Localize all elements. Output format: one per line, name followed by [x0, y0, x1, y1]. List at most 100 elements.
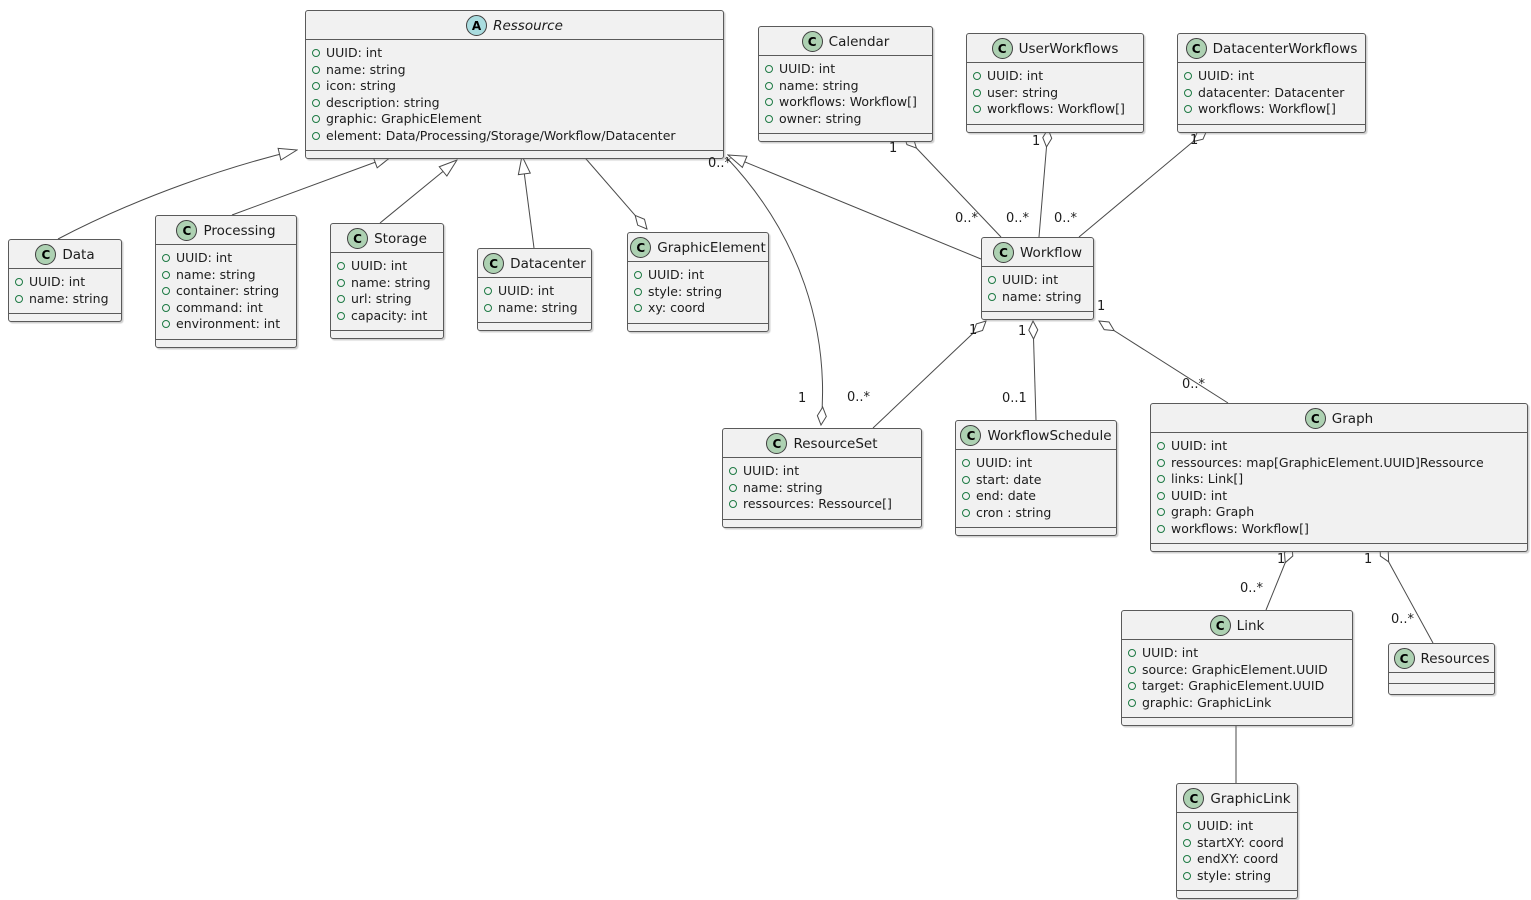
edge-ressource-graphicelement	[579, 151, 647, 229]
attribute-text: name: string	[351, 274, 431, 290]
field-visibility-icon	[1184, 88, 1192, 97]
class-name: Data	[62, 246, 95, 263]
attribute-text: endXY: coord	[1197, 851, 1279, 866]
attribute-text: name: string	[743, 479, 823, 495]
field-visibility-icon	[312, 82, 320, 91]
class-attribute: UUID: int	[973, 68, 1137, 85]
attribute-text: UUID: int	[1171, 487, 1228, 503]
class-icon: C	[1209, 615, 1231, 636]
multiplicity-label: 1	[798, 391, 807, 406]
class-icon: C	[991, 38, 1013, 59]
class-attribute: UUID: int	[962, 455, 1110, 472]
edge-graph-workflow	[1099, 321, 1229, 404]
class-icon: C	[766, 433, 788, 454]
class-attribute: datacenter: Datacenter	[1184, 85, 1359, 102]
class-attribute: UUID: int	[988, 272, 1087, 289]
attribute-text: UUID: int	[743, 463, 800, 478]
class-name: Resources	[1420, 650, 1490, 667]
field-visibility-icon	[1183, 822, 1191, 831]
class-attribute: target: GraphicElement.UUID	[1128, 678, 1346, 695]
class-icon: C	[483, 253, 505, 274]
field-visibility-icon	[729, 483, 737, 492]
attribute-text: target: GraphicElement.UUID	[1142, 678, 1325, 693]
field-visibility-icon	[962, 475, 970, 484]
multiplicity-label: 0..*	[1391, 612, 1415, 627]
attribute-text: UUID: int	[29, 274, 86, 289]
attribute-text: UUID: int	[1198, 68, 1255, 83]
class-attribute: name: string	[162, 267, 290, 284]
field-visibility-icon	[162, 303, 170, 312]
field-visibility-icon	[973, 105, 981, 114]
class-methods-empty	[956, 527, 1116, 535]
class-attribute: style: string	[634, 284, 762, 301]
attribute-text: UUID: int	[1197, 818, 1254, 833]
class-attribute: UUID: int	[1183, 818, 1291, 835]
class-name: Processing	[203, 222, 276, 239]
edge-workflow-userworkflows	[1038, 129, 1048, 238]
class-attribute: start: date	[962, 472, 1110, 489]
edge-data-extends-ressource	[57, 150, 297, 240]
field-visibility-icon	[484, 287, 492, 296]
class-methods-empty	[982, 311, 1093, 319]
class-icon: C	[993, 242, 1014, 263]
attribute-text: name: string	[29, 290, 109, 306]
field-visibility-icon	[337, 295, 345, 304]
class-icon: C	[35, 244, 57, 265]
attribute-text: description: string	[326, 94, 440, 110]
field-visibility-icon	[1184, 72, 1192, 81]
class-methods-empty	[478, 322, 591, 330]
class-icon: C	[1393, 648, 1415, 669]
attribute-text: icon: string	[326, 78, 396, 93]
field-visibility-icon	[15, 278, 23, 287]
class-attribute: container: string	[162, 283, 290, 300]
attribute-text: name: string	[1002, 288, 1082, 304]
class-methods-empty	[967, 123, 1143, 132]
attribute-text: UUID: int	[779, 61, 836, 76]
class-attribute: UUID: int	[729, 463, 915, 480]
attribute-text: UUID: int	[498, 283, 555, 298]
class-name: WorkflowSchedule	[987, 427, 1112, 444]
class-header: C Processing	[156, 216, 296, 244]
field-visibility-icon	[962, 492, 970, 501]
field-visibility-icon	[1128, 682, 1136, 691]
class-name: Storage	[374, 230, 427, 247]
class-attribute: user: string	[973, 85, 1137, 102]
class-header: C Workflow	[982, 238, 1093, 266]
attribute-text: user: string	[987, 84, 1059, 100]
class-header: C Datacenter	[478, 249, 591, 277]
class-resources: C Resources	[1388, 643, 1495, 695]
class-attribute: workflows: Workflow[]	[765, 94, 926, 111]
attribute-text: name: string	[326, 61, 406, 77]
class-name: Ressource	[493, 17, 563, 34]
field-visibility-icon	[484, 303, 492, 312]
multiplicity-label: 0..*	[847, 390, 871, 405]
class-attribute: environment: int	[162, 316, 290, 333]
field-visibility-icon	[962, 459, 970, 468]
attribute-text: start: date	[976, 471, 1042, 487]
attribute-text: end: date	[976, 488, 1036, 503]
class-attribute: workflows: Workflow[]	[1157, 521, 1521, 538]
edge-ressource-resourceset	[725, 156, 823, 425]
field-visibility-icon	[162, 287, 170, 296]
multiplicity-label: 0..*	[1182, 377, 1206, 392]
class-attribute: UUID: int	[1157, 438, 1521, 455]
attribute-text: element: Data/Processing/Storage/Workflo…	[326, 127, 676, 143]
attribute-text: workflows: Workflow[]	[987, 101, 1125, 116]
class-icon: C	[630, 237, 652, 258]
field-visibility-icon	[634, 287, 642, 296]
attribute-text: graphic: GraphicElement	[326, 111, 482, 126]
class-header: C GraphicLink	[1177, 784, 1297, 812]
